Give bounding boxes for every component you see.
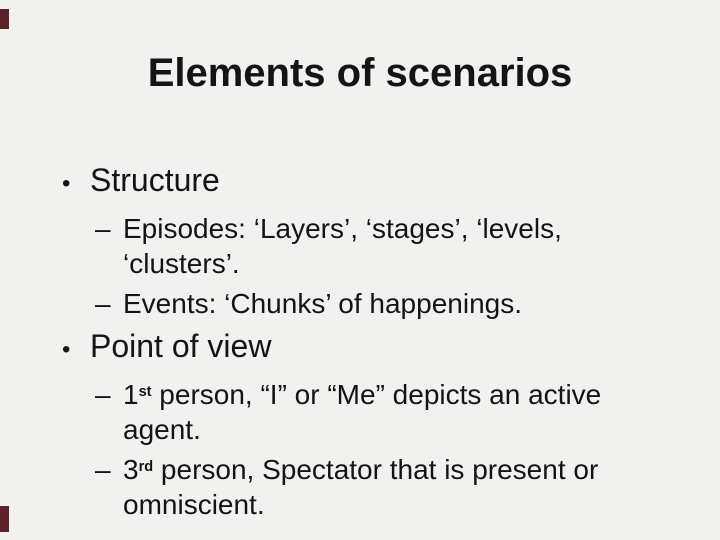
ordinal-number: 3 bbox=[123, 454, 139, 485]
template-accent-bottom-mark bbox=[0, 506, 9, 532]
template-accent-top-mark bbox=[0, 9, 9, 29]
sub-bullet-episodes: – Episodes: ‘Layers’, ‘stages’, ‘levels,… bbox=[95, 211, 642, 281]
sub-bullet-text-rest: person, Spectator that is present or omn… bbox=[123, 454, 599, 520]
sub-bullet-text-rest: person, “I” or “Me” depicts an active ag… bbox=[123, 379, 602, 445]
sub-bullet-events: – Events: ‘Chunks’ of happenings. bbox=[95, 286, 642, 321]
bullet-item-point-of-view: • Point of view bbox=[62, 326, 642, 370]
sub-bullet-text: 3rd person, Spectator that is present or… bbox=[123, 452, 642, 522]
sub-bullet-third-person: – 3rd person, Spectator that is present … bbox=[95, 452, 642, 522]
bullet-icon: • bbox=[62, 336, 71, 363]
sub-bullet-group-point-of-view: – 1st person, “I” or “Me” depicts an act… bbox=[95, 377, 642, 522]
bullet-icon: • bbox=[62, 170, 71, 197]
sub-bullet-text: 1st person, “I” or “Me” depicts an activ… bbox=[123, 377, 642, 447]
sub-bullet-group-structure: – Episodes: ‘Layers’, ‘stages’, ‘levels,… bbox=[95, 211, 642, 321]
dash-icon: – bbox=[95, 379, 111, 410]
sub-bullet-text: Events: ‘Chunks’ of happenings. bbox=[123, 288, 522, 319]
ordinal-suffix: rd bbox=[138, 459, 154, 475]
ordinal-number: 1 bbox=[123, 379, 139, 410]
bullet-label: Point of view bbox=[90, 328, 272, 364]
sub-bullet-first-person: – 1st person, “I” or “Me” depicts an act… bbox=[95, 377, 642, 447]
bullet-label: Structure bbox=[90, 162, 220, 198]
sub-bullet-text: Episodes: ‘Layers’, ‘stages’, ‘levels, ‘… bbox=[123, 213, 562, 279]
dash-icon: – bbox=[95, 454, 111, 485]
slide-title: Elements of scenarios bbox=[147, 51, 573, 95]
dash-icon: – bbox=[95, 288, 111, 319]
ordinal-suffix: st bbox=[138, 384, 152, 400]
slide-body: • Structure – Episodes: ‘Layers’, ‘stage… bbox=[62, 160, 642, 522]
bullet-item-structure: • Structure bbox=[62, 160, 642, 204]
dash-icon: – bbox=[95, 213, 111, 244]
